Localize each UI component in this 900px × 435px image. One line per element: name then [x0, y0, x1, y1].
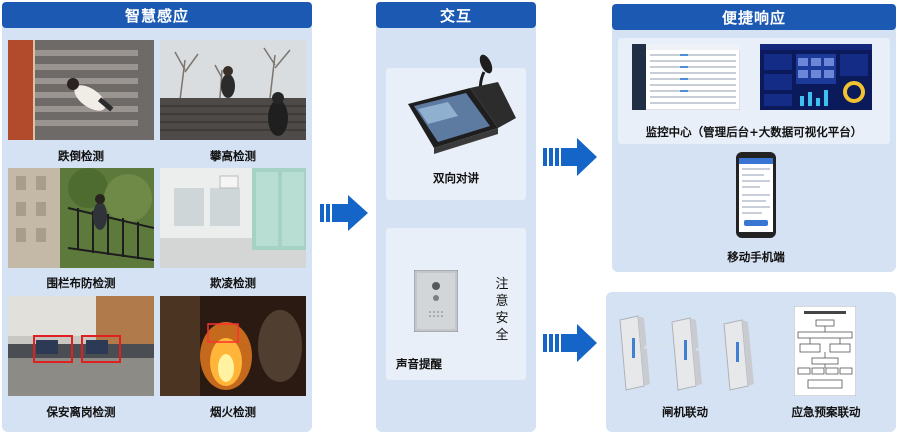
interaction-header: 交互: [376, 2, 536, 28]
fence-detection-photo: [8, 168, 154, 268]
voice-alert-device-image: [413, 269, 459, 336]
fire-detection-photo: [160, 296, 306, 396]
mobile-phone-image: [736, 152, 776, 242]
guard-absence-photo: [8, 296, 154, 396]
fire-detection-label: 烟火检测: [210, 405, 256, 419]
climbing-detection-photo: [160, 40, 306, 140]
turnstile-gate-image: [614, 312, 762, 396]
flow-arrow-interaction-to-linkage: [543, 324, 597, 362]
intercom-terminal-image: [398, 54, 516, 158]
fall-detection-photo: [8, 40, 154, 140]
voice-alert-label: 声音提醒: [396, 357, 442, 371]
fall-detection-label: 跌倒检测: [58, 149, 104, 163]
emergency-plan-document-image: [793, 305, 857, 400]
admin-backend-screenshot: [631, 43, 741, 114]
emergency-plan-label: 应急预案联动: [791, 405, 861, 419]
safety-sign-text: 注意安全: [495, 277, 509, 343]
gate-linkage-label: 闸机联动: [662, 405, 708, 419]
guard-absence-label: 保安离岗检测: [46, 405, 116, 419]
bullying-detection-photo: [160, 168, 306, 268]
big-data-dashboard-screenshot: [760, 44, 872, 114]
monitor-center-label: 监控中心（管理后台+大数据可视化平台）: [645, 125, 863, 139]
smart-sensing-header: 智慧感应: [2, 2, 312, 28]
intercom-label: 双向对讲: [433, 171, 479, 185]
response-header: 便捷响应: [612, 4, 896, 30]
mobile-label: 移动手机端: [727, 250, 785, 264]
bullying-detection-label: 欺凌检测: [210, 276, 256, 290]
flow-arrow-sensing-to-interaction: [320, 195, 368, 231]
flow-arrow-interaction-to-response: [543, 138, 597, 176]
climbing-detection-label: 攀高检测: [210, 149, 256, 163]
fence-detection-label: 围栏布防检测: [46, 276, 116, 290]
